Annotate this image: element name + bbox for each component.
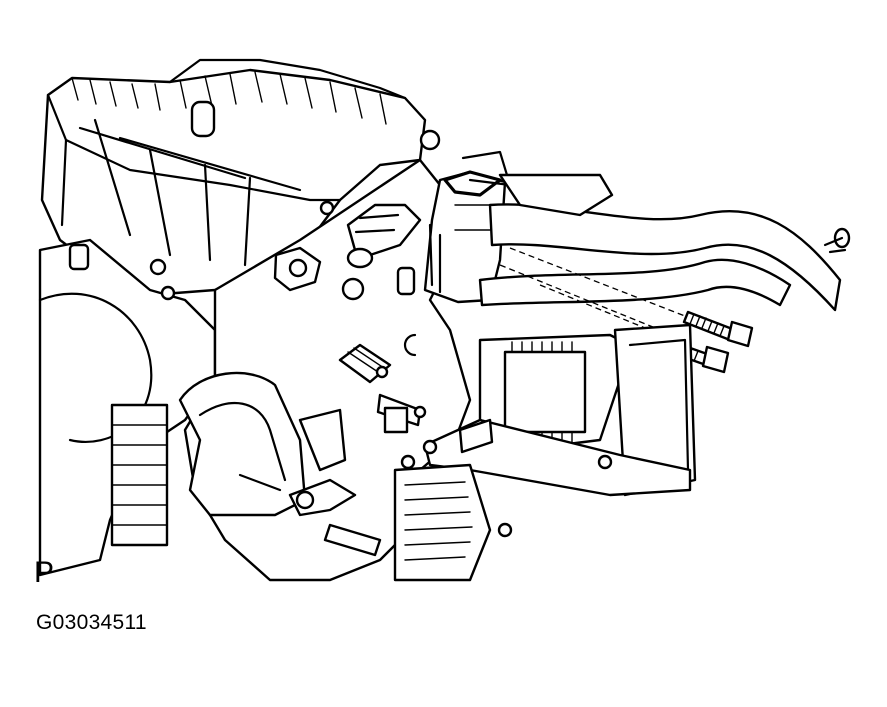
control-module — [422, 323, 697, 497]
refrigerant-pipes — [461, 150, 851, 312]
figure-code: G03034511 — [36, 611, 147, 634]
expansion-valve — [423, 170, 507, 304]
lower-vent-louvers — [323, 463, 513, 582]
pipe-outlet-fitting — [346, 203, 422, 269]
view-label: P — [34, 556, 55, 589]
mounting-bolt — [682, 310, 754, 348]
bolt-guide-lines — [499, 247, 691, 339]
blower-housing — [38, 238, 217, 577]
